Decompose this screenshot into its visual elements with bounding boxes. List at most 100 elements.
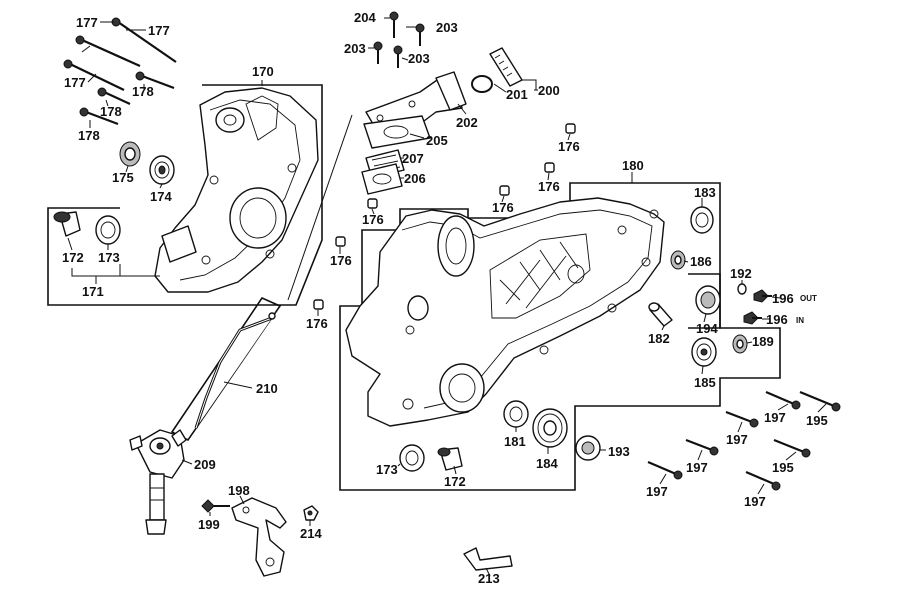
- label-200: 200: [538, 83, 560, 98]
- label-202: 202: [456, 115, 478, 130]
- label-203-b: 203: [344, 41, 366, 56]
- label-195-a: 195: [806, 413, 828, 428]
- o-ring-201: [471, 75, 493, 93]
- bolt-177-b: [75, 35, 141, 68]
- oil-seal-194: [695, 285, 721, 315]
- bolt-204: [389, 11, 399, 38]
- bushing-172-right: [437, 447, 463, 471]
- dowel-pin-176-b: [544, 162, 555, 173]
- oil-pump-group-frame: [170, 296, 282, 442]
- bearing-181: [503, 400, 529, 428]
- oil-hose-210: [194, 312, 276, 429]
- label-206: 206: [404, 171, 426, 186]
- label-199: 199: [198, 517, 220, 532]
- label-in: IN: [796, 316, 804, 325]
- label-172-a: 172: [62, 250, 84, 265]
- label-197-c: 197: [686, 460, 708, 475]
- bracket-198: [231, 497, 287, 577]
- bearing-173-right: [399, 444, 425, 472]
- label-197-b: 197: [726, 432, 748, 447]
- bearing-184: [532, 408, 568, 448]
- insulator-205: [363, 115, 431, 149]
- gasket-206: [361, 163, 403, 195]
- washer-192: [737, 283, 747, 295]
- label-182: 182: [648, 331, 670, 346]
- label-177-c: 177: [64, 75, 86, 90]
- label-173-b: 173: [376, 462, 398, 477]
- label-178-b: 178: [100, 104, 122, 119]
- label-197-a: 197: [764, 410, 786, 425]
- label-197-d: 197: [646, 484, 668, 499]
- label-171: 171: [82, 284, 104, 299]
- label-196-in: 196: [766, 312, 788, 327]
- bolt-203-b: [373, 41, 383, 64]
- left-crankcase-half: [154, 87, 319, 293]
- label-183: 183: [694, 185, 716, 200]
- bolt-177-c: [63, 59, 125, 91]
- label-176-e: 176: [330, 253, 352, 268]
- bolt-196-out: [753, 289, 772, 303]
- rubber-pipe-200: [489, 47, 523, 87]
- label-178-c: 178: [78, 128, 100, 143]
- label-203-c: 203: [408, 51, 430, 66]
- label-186: 186: [690, 254, 712, 269]
- label-174: 174: [150, 189, 172, 204]
- bolt-197-b: [725, 410, 759, 428]
- label-176-d: 176: [362, 212, 384, 227]
- bolt-197-a: [765, 390, 801, 410]
- bearing-183: [690, 206, 714, 234]
- label-194: 194: [696, 321, 718, 336]
- label-196-out: 196: [772, 291, 794, 306]
- bearing-185: [691, 337, 717, 367]
- oil-seal-193: [575, 435, 601, 461]
- bolt-203-a: [415, 23, 425, 46]
- label-185: 185: [694, 375, 716, 390]
- dowel-pin-176-e: [335, 236, 346, 247]
- label-213: 213: [478, 571, 500, 586]
- bolt-195-b: [773, 438, 811, 458]
- label-209: 209: [194, 457, 216, 472]
- bolt-178-b: [97, 87, 131, 105]
- label-214: 214: [300, 526, 322, 541]
- label-198: 198: [228, 483, 250, 498]
- bolt-178-a: [135, 71, 175, 90]
- oil-seal-186: [670, 250, 686, 270]
- dowel-pin-176-c: [499, 185, 510, 196]
- bolt-177-a: [111, 17, 177, 63]
- label-176-a: 176: [558, 139, 580, 154]
- bolt-203-c: [393, 45, 403, 68]
- bolt-197-e: [745, 470, 781, 491]
- dowel-pin-176-d: [367, 198, 378, 209]
- label-207: 207: [402, 151, 424, 166]
- bolt-196-in: [743, 311, 762, 325]
- label-177-a: 177: [76, 15, 98, 30]
- label-204: 204: [354, 10, 376, 25]
- label-170: 170: [252, 64, 274, 79]
- label-176-b: 176: [538, 179, 560, 194]
- label-192: 192: [730, 266, 752, 281]
- bolt-195-a: [799, 390, 841, 412]
- bolt-199: [201, 499, 230, 513]
- shaft-182: [648, 302, 673, 327]
- dowel-pin-176-f: [313, 299, 324, 310]
- label-177-b: 177: [148, 23, 170, 38]
- label-203-a: 203: [436, 20, 458, 35]
- right-crankcase-half: [345, 197, 665, 427]
- label-189: 189: [752, 334, 774, 349]
- bearing-173-left: [95, 215, 121, 245]
- label-176-c: 176: [492, 200, 514, 215]
- bracket-213: [463, 547, 513, 571]
- label-172-b: 172: [444, 474, 466, 489]
- label-201: 201: [506, 87, 528, 102]
- nut-214: [303, 505, 319, 521]
- dowel-pin-176-a: [565, 123, 576, 134]
- part-number-labels: 177 177 177 178 178 178 170 175 174 172 …: [62, 10, 828, 586]
- bolt-197-d: [647, 460, 683, 480]
- label-176-f: 176: [306, 316, 328, 331]
- label-181: 181: [504, 434, 526, 449]
- oil-seal-175: [119, 141, 141, 167]
- label-178-a: 178: [132, 84, 154, 99]
- left-crankcase-group-frame: [47, 84, 323, 306]
- leader-lines: [67, 17, 827, 577]
